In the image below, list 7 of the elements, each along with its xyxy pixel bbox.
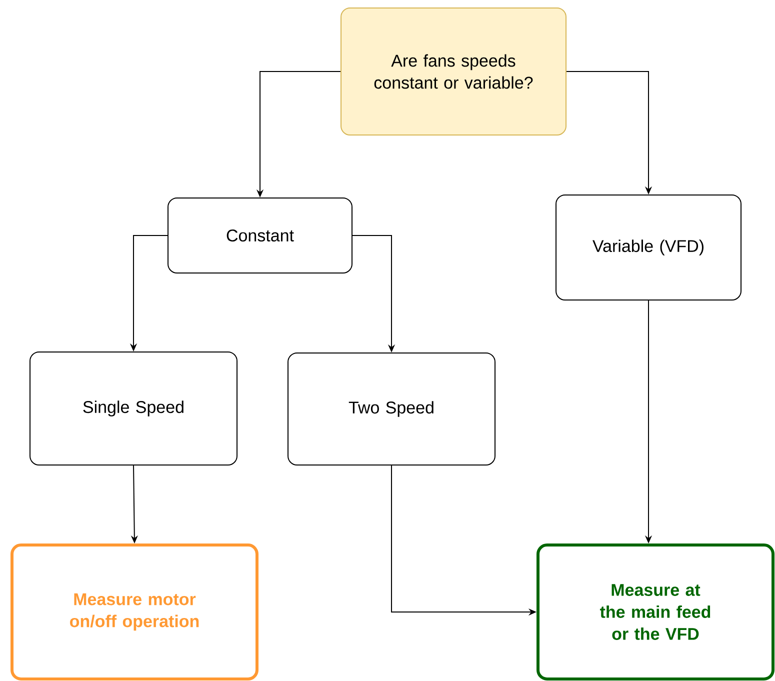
process-box: Two Speed xyxy=(288,352,496,466)
decision-box: Are fans speeds constant or variable? xyxy=(340,8,566,136)
result-box: Measure motor on/off operation xyxy=(10,544,258,680)
process-box: Constant xyxy=(168,198,352,274)
process-box: Single Speed xyxy=(30,352,238,466)
process-box: Variable (VFD) xyxy=(556,194,742,300)
result-box: Measure at the main feed or the VFD xyxy=(536,544,774,680)
